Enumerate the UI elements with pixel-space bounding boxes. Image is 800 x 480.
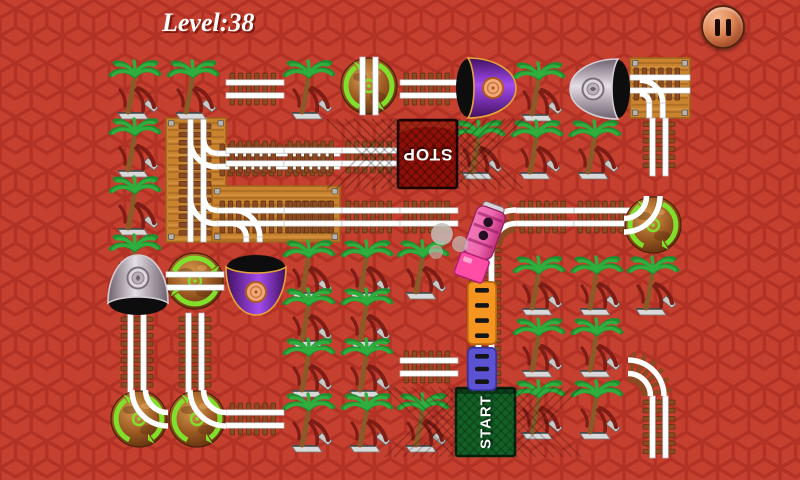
train-wagon-orange: [467, 281, 525, 346]
level-label: Level:38: [162, 8, 255, 37]
smoke-puffs: [426, 222, 484, 280]
track-horizontal[interactable]: [341, 128, 401, 186]
palm-tree: [452, 119, 510, 180]
palm-tree: [340, 337, 398, 398]
track-horizontal[interactable]: [515, 188, 575, 246]
rotator-tile[interactable]: [623, 195, 682, 254]
palm-tree: [282, 337, 340, 398]
stop-tile: STOP: [326, 118, 524, 190]
pause-button[interactable]: [701, 5, 745, 49]
palm-tree: [108, 175, 166, 236]
palm-tree: [512, 255, 570, 316]
palm-tree: [396, 239, 454, 300]
start-tile: START: [384, 386, 582, 458]
tunnel-gray: [569, 56, 630, 120]
palm-tree: [570, 317, 628, 378]
palm-tree: [282, 392, 340, 453]
tunnel-purple: [225, 252, 287, 316]
track-vertical[interactable]: [630, 395, 688, 459]
track-horizontal[interactable]: [283, 188, 343, 246]
palm-tree: [570, 379, 628, 440]
track-vertical[interactable]: [166, 312, 224, 394]
palm-tree: [626, 255, 684, 316]
palm-tree: [568, 119, 626, 180]
palm-tree: [512, 317, 570, 378]
tunnel-gray: [107, 252, 169, 315]
palm-tree: [512, 61, 570, 122]
palm-tree: [396, 392, 454, 453]
train-wagon-blue: [467, 347, 525, 392]
pause-icon: [715, 18, 720, 36]
palm-tree: [108, 117, 166, 178]
track-horizontal[interactable]: [573, 188, 633, 246]
palm-tree: [510, 119, 568, 180]
track-horizontal[interactable]: [399, 60, 459, 118]
track-horizontal[interactable]: [283, 128, 343, 186]
track-horizontal[interactable]: [225, 390, 285, 448]
palm-tree: [108, 59, 166, 120]
palm-tree: [340, 239, 398, 300]
track-horizontal[interactable]: [225, 60, 285, 118]
rotator-tile[interactable]: [168, 389, 227, 448]
track-horizontal[interactable]: [399, 338, 459, 396]
wood-switch-track[interactable]: [629, 57, 691, 119]
track-vertical[interactable]: [108, 312, 166, 394]
palm-tree: [282, 59, 340, 120]
rotator-tile[interactable]: [165, 252, 225, 310]
track-horizontal[interactable]: [225, 128, 285, 186]
rotator-tile[interactable]: [340, 56, 398, 116]
tunnel-purple: [455, 55, 517, 119]
train-engine: [453, 200, 519, 284]
palm-tree: [570, 255, 628, 316]
palm-tree: [166, 59, 224, 120]
track-vertical[interactable]: [630, 117, 688, 177]
track-curve[interactable]: [627, 338, 686, 397]
rotator-tile[interactable]: [110, 389, 169, 448]
track-horizontal[interactable]: [341, 188, 401, 246]
palm-tree: [512, 379, 570, 440]
palm-tree: [340, 287, 398, 348]
pause-icon: [726, 18, 731, 36]
palm-tree: [340, 392, 398, 453]
